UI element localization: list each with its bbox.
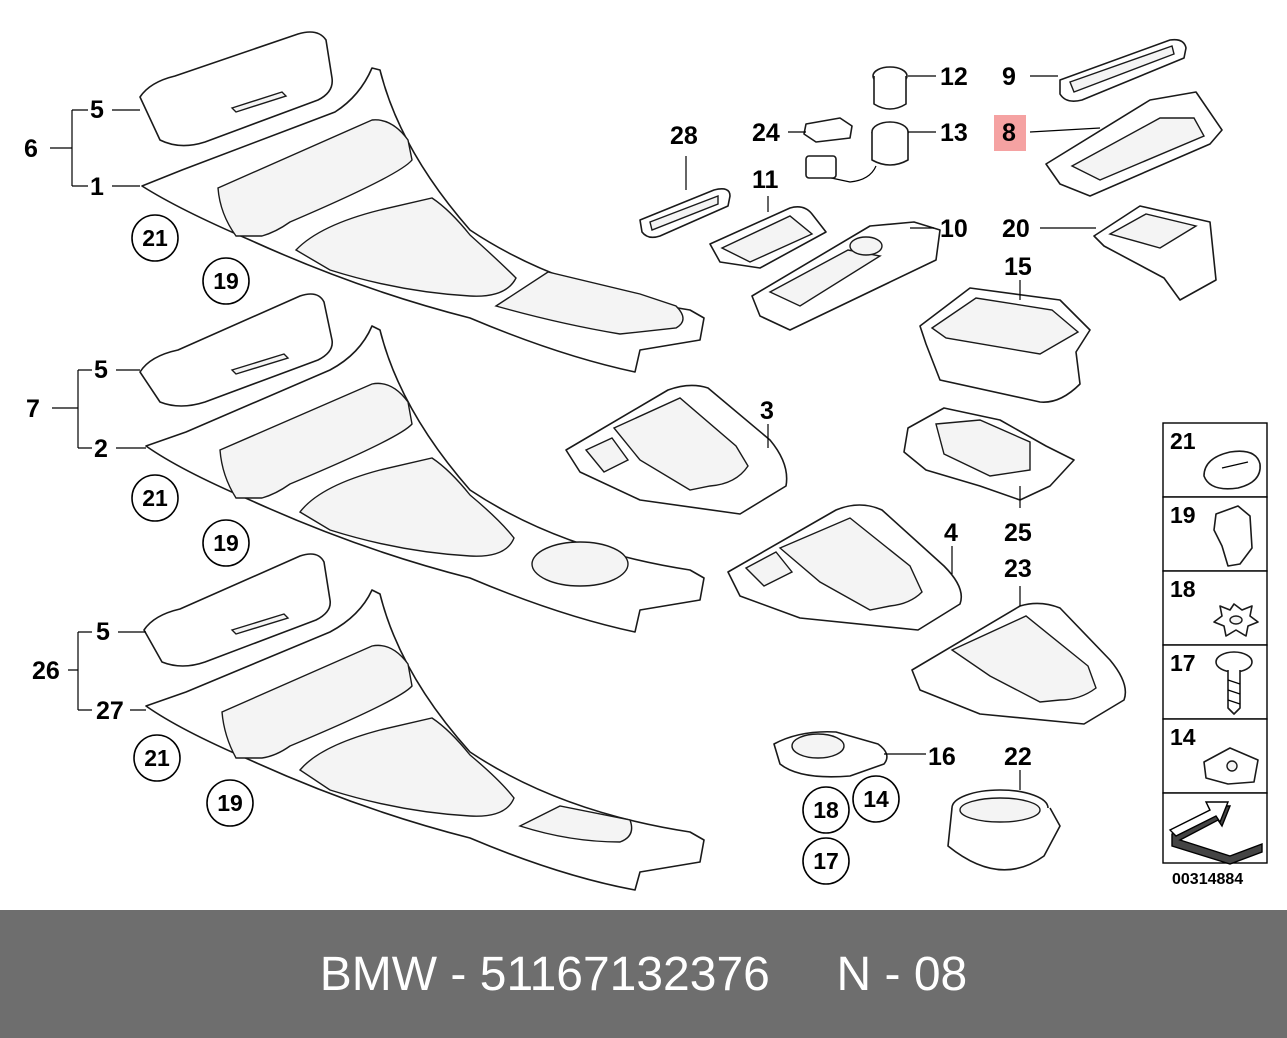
svg-text:21: 21: [142, 485, 168, 511]
part-8-tray: [1045, 91, 1223, 197]
legend-label: 17: [1170, 650, 1196, 676]
star-washer-icon: [1213, 603, 1259, 637]
svg-text:19: 19: [213, 268, 239, 294]
svg-text:19: 19: [213, 530, 239, 556]
part-label: 22: [1004, 743, 1032, 771]
svg-text:21: 21: [142, 225, 168, 251]
svg-text:19: 19: [217, 790, 243, 816]
part-28-grille: [639, 188, 731, 239]
group-label: 6: [24, 135, 38, 163]
trim-assembly-bottom: [143, 553, 705, 891]
part-23-bezel: [911, 602, 1127, 725]
screw-icon: [1215, 651, 1253, 715]
part-label: 10: [940, 215, 968, 243]
item-label: 5: [90, 96, 104, 124]
circle-callout: 18: [802, 786, 850, 834]
legend: 21 19 18 17 14 00314884: [1162, 422, 1268, 888]
part-label: 25: [1004, 519, 1032, 547]
part-20-box: [1093, 205, 1217, 301]
trim-assembly-top: [139, 31, 705, 373]
part-label: 20: [1002, 215, 1030, 243]
part-9-grille: [1059, 38, 1187, 102]
trim-assembly-middle: [139, 293, 705, 633]
part-3-bezel: [565, 384, 788, 515]
part-label: 28: [670, 122, 698, 150]
part-15-bin: [919, 287, 1091, 403]
part-label-highlighted: 8: [1002, 119, 1016, 147]
circle-callout: 21: [133, 734, 181, 782]
svg-text:17: 17: [813, 848, 839, 874]
part-13-socket: [805, 121, 909, 183]
part-24-connector: [803, 117, 853, 143]
nut-clip-icon: [1203, 747, 1259, 785]
part-labels: 12 9 28 24 13 8 11 10 20 15 3 4 25 23 16…: [670, 63, 1032, 771]
part-label: 23: [1004, 555, 1032, 583]
part-label: 13: [940, 119, 968, 147]
highlight-box: [994, 115, 1026, 151]
part-label: 11: [752, 166, 779, 194]
item-label: 1: [90, 173, 104, 201]
svg-text:14: 14: [863, 786, 889, 812]
footer-bar: BMW - 51167132376 N - 08: [0, 910, 1287, 1038]
part-label: 15: [1004, 253, 1032, 281]
item-label: 2: [94, 435, 108, 463]
circle-callout: 14: [852, 775, 900, 823]
part-4-bezel: [727, 504, 963, 631]
footer-text: BMW - 51167132376 N - 08: [319, 947, 968, 1001]
clip-icon: [1213, 505, 1253, 567]
part-22-cupholder: [947, 789, 1061, 871]
item-label: 5: [94, 356, 108, 384]
group-label: 7: [26, 395, 40, 423]
legend-label: 14: [1170, 724, 1196, 750]
part-label: 24: [752, 119, 780, 147]
bracket-labels: 6 5 1 7 5 2 26 5 27: [24, 96, 124, 725]
part-label: 3: [760, 397, 774, 425]
parts-diagram: 6 5 1 7 5 2 26 5 27 12 9 28 24 13 8 11 1…: [24, 31, 1268, 891]
circle-callout: 21: [131, 474, 179, 522]
arrow-icon: [1168, 801, 1263, 865]
legend-label: 21: [1170, 428, 1196, 454]
part-16-bracket: [773, 730, 888, 778]
circle-callout: 19: [202, 257, 250, 305]
part-label: 16: [928, 743, 956, 771]
legend-label: 19: [1170, 502, 1196, 528]
circle-callout: 19: [206, 779, 254, 827]
circle-callout: 19: [202, 519, 250, 567]
part-11-tray: [709, 206, 827, 269]
svg-text:18: 18: [813, 797, 839, 823]
part-12-socket: [872, 66, 908, 110]
item-label: 5: [96, 618, 110, 646]
circle-callout: 21: [131, 214, 179, 262]
part-label: 12: [940, 63, 968, 91]
bracket-leaders: [50, 109, 146, 711]
part-25-frame: [903, 407, 1075, 501]
part-label: 4: [944, 519, 958, 547]
circled-labels: 21 19 21 19 21 19 18 14 17: [131, 214, 900, 885]
reference-number: 00314884: [1172, 871, 1243, 888]
circle-callout: 17: [802, 837, 850, 885]
svg-text:21: 21: [144, 745, 170, 771]
part-leaders: [685, 75, 1101, 790]
item-label: 27: [96, 697, 124, 725]
part-10-console: [751, 221, 941, 331]
part-label: 9: [1002, 63, 1016, 91]
group-label: 26: [32, 657, 60, 685]
legend-label: 18: [1170, 576, 1196, 602]
cap-icon: [1203, 450, 1261, 490]
